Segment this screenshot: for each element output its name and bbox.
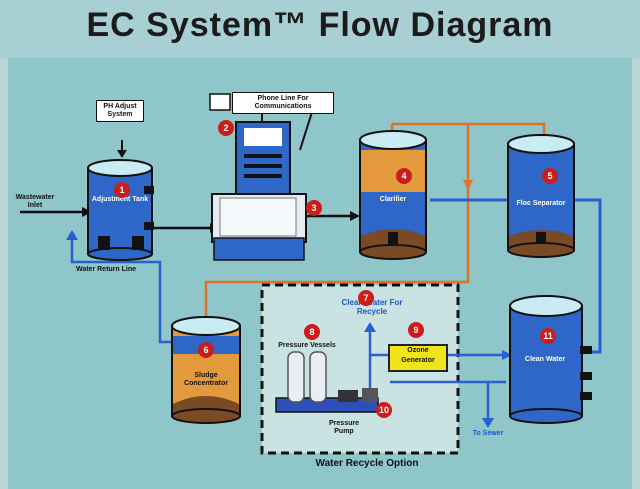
phone-line-label: Phone Line For Communications: [232, 92, 334, 114]
clarifier-tank: [359, 130, 427, 260]
clarifier-label: Clarifier: [379, 196, 407, 203]
sludge-arrow: [463, 180, 473, 190]
phone-line-2: [299, 111, 313, 151]
step-badge: 11: [540, 328, 556, 344]
ozone-arrow: [502, 350, 512, 360]
step-badge: 1: [114, 182, 130, 198]
step-badge: 9: [408, 322, 424, 338]
telephone-icon: [209, 93, 231, 111]
step-badge: 2: [218, 120, 234, 136]
ec-unit: [209, 93, 307, 261]
sludge-line: [204, 122, 546, 318]
clarifier-arrow: [350, 211, 360, 221]
adjustment-tank-label: Adjustment Tank: [91, 196, 149, 203]
clean-water-label: Clean Water: [524, 356, 566, 363]
sludge-concentrator-tank: [171, 316, 241, 424]
sewer-arrow: [482, 418, 494, 428]
step-badge: 8: [304, 324, 320, 340]
floc-separator-label: Floc Separator: [516, 200, 566, 207]
wastewater-inlet-label: Wastewater Inlet: [15, 194, 55, 209]
pressure-pump-label: Pressure Pump: [329, 420, 359, 435]
step-badge: 4: [396, 168, 412, 184]
step-badge: 6: [198, 342, 214, 358]
water-return-label: Water Return Line: [75, 266, 137, 273]
step-badge: 7: [358, 290, 374, 306]
pressure-vessels-label: Pressure Vessels: [278, 342, 336, 349]
water-return-arrow: [66, 230, 78, 240]
clean-water-tank: [509, 295, 592, 424]
step-badge: 5: [542, 168, 558, 184]
sludge-concentrator-label: Sludge Concentrator: [184, 372, 228, 387]
ph-adjust-label: PH Adjust System: [96, 100, 144, 122]
ozone-generator: Ozone Generator: [388, 344, 448, 372]
step-badge: 3: [306, 200, 322, 216]
water-return-line: [70, 238, 190, 344]
ph-arrow: [117, 150, 127, 158]
pressure-vessels: [275, 351, 379, 413]
adjustment-tank: [87, 159, 154, 261]
step-badge: 10: [376, 402, 392, 418]
clean-water-arrow: [364, 322, 376, 332]
recycle-option-label: Water Recycle Option: [315, 458, 419, 469]
title-band: [0, 0, 640, 58]
floc-separator-tank: [507, 134, 575, 258]
to-sewer-label: To Sewer: [472, 430, 504, 437]
diagram-title: EC System™ Flow Diagram: [86, 6, 554, 44]
